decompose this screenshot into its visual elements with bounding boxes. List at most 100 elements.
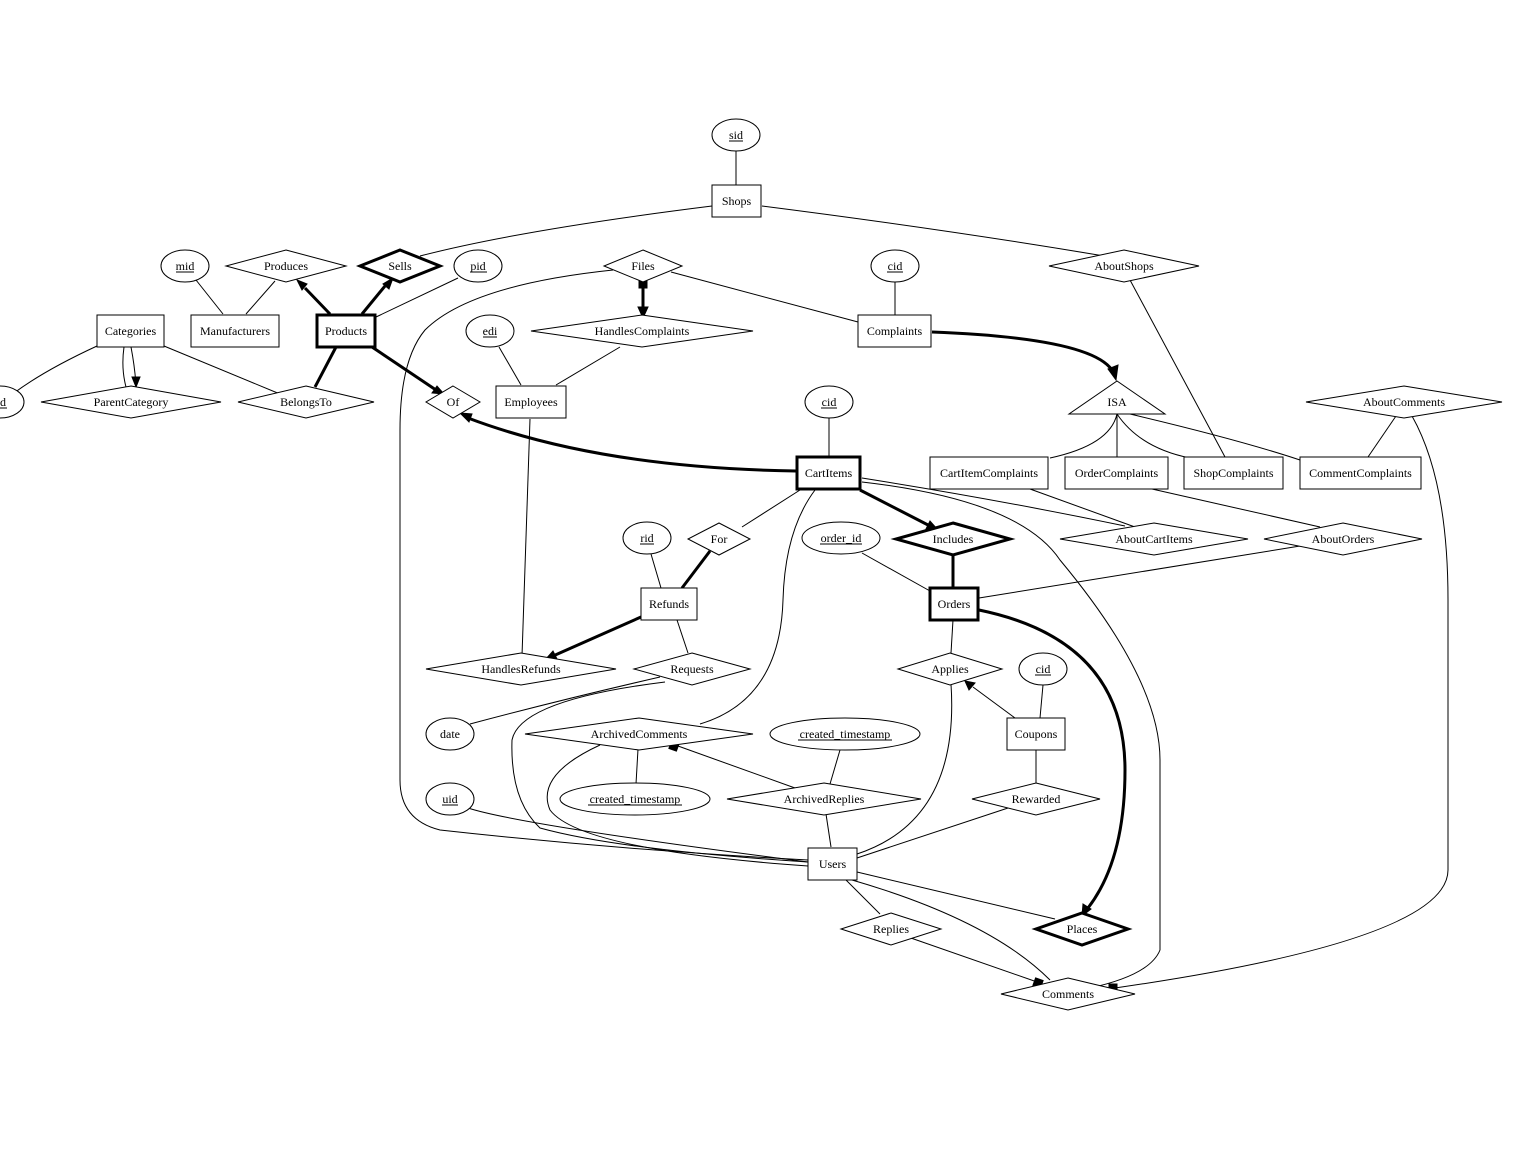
relationship-comments[interactable]: Comments — [1000, 977, 1136, 1011]
edge-handlescomplaints-employees — [555, 346, 621, 386]
edge-complaints-isa — [931, 330, 1114, 371]
attribute-sid-label: sid — [729, 128, 743, 142]
entity-shops-label: Shops — [722, 194, 752, 208]
edge-order_id-orders — [861, 552, 931, 592]
attribute-rid-label: rid — [640, 531, 653, 545]
edge-requests-date — [469, 676, 661, 725]
arrowhead-handlescomplaints — [637, 306, 649, 320]
edge-products-of — [371, 345, 437, 392]
edge-heads — [131, 276, 1119, 993]
entity-commentcomplaints[interactable]: CommentComplaints — [1299, 456, 1422, 490]
relationship-aboutcartitems[interactable]: AboutCartItems — [1059, 522, 1249, 556]
attribute-mid-label: mid — [176, 259, 195, 273]
entity-manufacturers[interactable]: Manufacturers — [190, 314, 280, 348]
attribute-mid[interactable]: mid — [160, 249, 210, 283]
entity-categories[interactable]: Categories — [96, 314, 165, 348]
edge-applies-users — [856, 683, 953, 855]
relationship-aboutcomments[interactable]: AboutComments — [1305, 385, 1503, 419]
edge-ordercomplaints-aboutorders — [1151, 488, 1321, 528]
edge-uid-users — [467, 807, 809, 863]
relationship-produces-label: Produces — [264, 259, 308, 273]
attribute-rid[interactable]: rid — [622, 521, 672, 555]
edge-coupons-applies — [972, 686, 1016, 719]
edge-categories-d — [13, 345, 98, 394]
relationship-requests[interactable]: Requests — [632, 652, 752, 686]
attribute-uid[interactable]: uid — [425, 782, 475, 816]
entity-complaints-label: Complaints — [867, 324, 923, 338]
entity-employees[interactable]: Employees — [495, 385, 567, 419]
relationship-belongsto[interactable]: BelongsTo — [237, 385, 375, 419]
relationship-places[interactable]: Places — [1031, 911, 1133, 947]
attribute-complaint-cid[interactable]: cid — [870, 249, 920, 283]
relationship-handlesrefunds[interactable]: HandlesRefunds — [425, 652, 617, 686]
edge-users-replies — [845, 879, 881, 915]
edge-refunds-handlesrefunds — [552, 615, 642, 658]
relationship-produces[interactable]: Produces — [224, 249, 348, 283]
entity-orders-label: Orders — [938, 597, 971, 611]
relationship-replies-label: Replies — [873, 922, 909, 936]
relationship-applies[interactable]: Applies — [896, 652, 1004, 686]
entity-complaints[interactable]: Complaints — [857, 314, 932, 348]
entity-users[interactable]: Users — [807, 847, 858, 881]
isa-triangle[interactable]: ISA — [1067, 380, 1167, 415]
edge-requests-users — [511, 681, 809, 863]
relationship-comments-label: Comments — [1042, 987, 1094, 1001]
relationship-archivedreplies[interactable]: ArchivedReplies — [726, 782, 922, 816]
attribute-pid-label: pid — [470, 259, 485, 273]
entity-refunds-label: Refunds — [649, 597, 689, 611]
relationship-includes[interactable]: Includes — [890, 521, 1016, 557]
relationship-archivedcomments[interactable]: ArchivedComments — [524, 717, 754, 751]
attribute-pid[interactable]: pid — [453, 249, 503, 283]
entity-refunds[interactable]: Refunds — [640, 587, 698, 621]
attribute-cart-cid[interactable]: cid — [804, 385, 854, 419]
edge-pid-products — [375, 277, 459, 318]
entity-shopcomplaints[interactable]: ShopComplaints — [1183, 456, 1284, 490]
entity-orders[interactable]: Orders — [928, 586, 980, 622]
attribute-order-id[interactable]: order_id — [801, 521, 881, 555]
edge-edi-employees — [498, 346, 522, 386]
edge-rewarded-users — [856, 807, 1009, 859]
relationship-files[interactable]: Files — [602, 249, 684, 283]
attribute-category-id-fragment-label: d — [0, 395, 6, 409]
relationship-handlescomplaints[interactable]: HandlesComplaints — [530, 314, 754, 348]
entity-shops[interactable]: Shops — [711, 184, 762, 218]
edge-files-complaints — [670, 271, 859, 323]
entity-cartitems[interactable]: CartItems — [795, 455, 862, 491]
entity-users-label: Users — [819, 857, 847, 871]
attribute-date[interactable]: date — [425, 717, 475, 751]
entity-coupons-label: Coupons — [1015, 727, 1058, 741]
edge-cartitems-includes — [859, 488, 931, 528]
relationship-sells[interactable]: Sells — [355, 248, 445, 284]
attribute-reply-created-timestamp[interactable]: created_timestamp — [769, 717, 921, 751]
entity-categories-label: Categories — [105, 324, 157, 338]
attribute-comment-created-timestamp[interactable]: created_timestamp — [559, 782, 711, 816]
edge-products-belongsto — [313, 346, 338, 388]
attribute-sid[interactable]: sid — [711, 118, 761, 152]
entity-commentcomplaints-label: CommentComplaints — [1309, 466, 1412, 480]
relationship-parentcategory[interactable]: ParentCategory — [40, 385, 222, 419]
relationship-requests-label: Requests — [670, 662, 714, 676]
relationship-aboutshops[interactable]: AboutShops — [1048, 249, 1200, 283]
edge-produces-manufacturers — [245, 280, 276, 315]
entities: Shops Categories Manufacturers Products … — [96, 184, 1422, 881]
attribute-edi[interactable]: edi — [465, 314, 515, 348]
edge-cartitemcomplaints-aboutcartitems — [1029, 488, 1136, 528]
edge-aboutcomments-commentcomplaints — [1367, 415, 1397, 458]
relationship-replies[interactable]: Replies — [839, 912, 943, 946]
relationship-rewarded[interactable]: Rewarded — [971, 782, 1101, 816]
relationship-applies-label: Applies — [931, 662, 969, 676]
edge-cid-coupons — [1039, 684, 1044, 719]
edge-shops-sells — [419, 205, 713, 257]
attribute-coupon-cid[interactable]: cid — [1018, 652, 1068, 686]
entity-products[interactable]: Products — [315, 313, 377, 349]
arrowhead-applies — [964, 680, 976, 691]
entity-coupons[interactable]: Coupons — [1006, 717, 1066, 751]
relationship-sells-label: Sells — [388, 259, 412, 273]
relationship-aboutorders[interactable]: AboutOrders — [1263, 522, 1423, 556]
relationship-for[interactable]: For — [686, 522, 752, 556]
relationship-of[interactable]: Of — [425, 385, 481, 419]
entity-cartitemcomplaints[interactable]: CartItemComplaints — [929, 456, 1049, 490]
arrowhead-of-from-cartitems — [458, 412, 473, 423]
entity-ordercomplaints[interactable]: OrderComplaints — [1064, 456, 1169, 490]
attribute-category-id-fragment[interactable]: d — [0, 385, 25, 419]
